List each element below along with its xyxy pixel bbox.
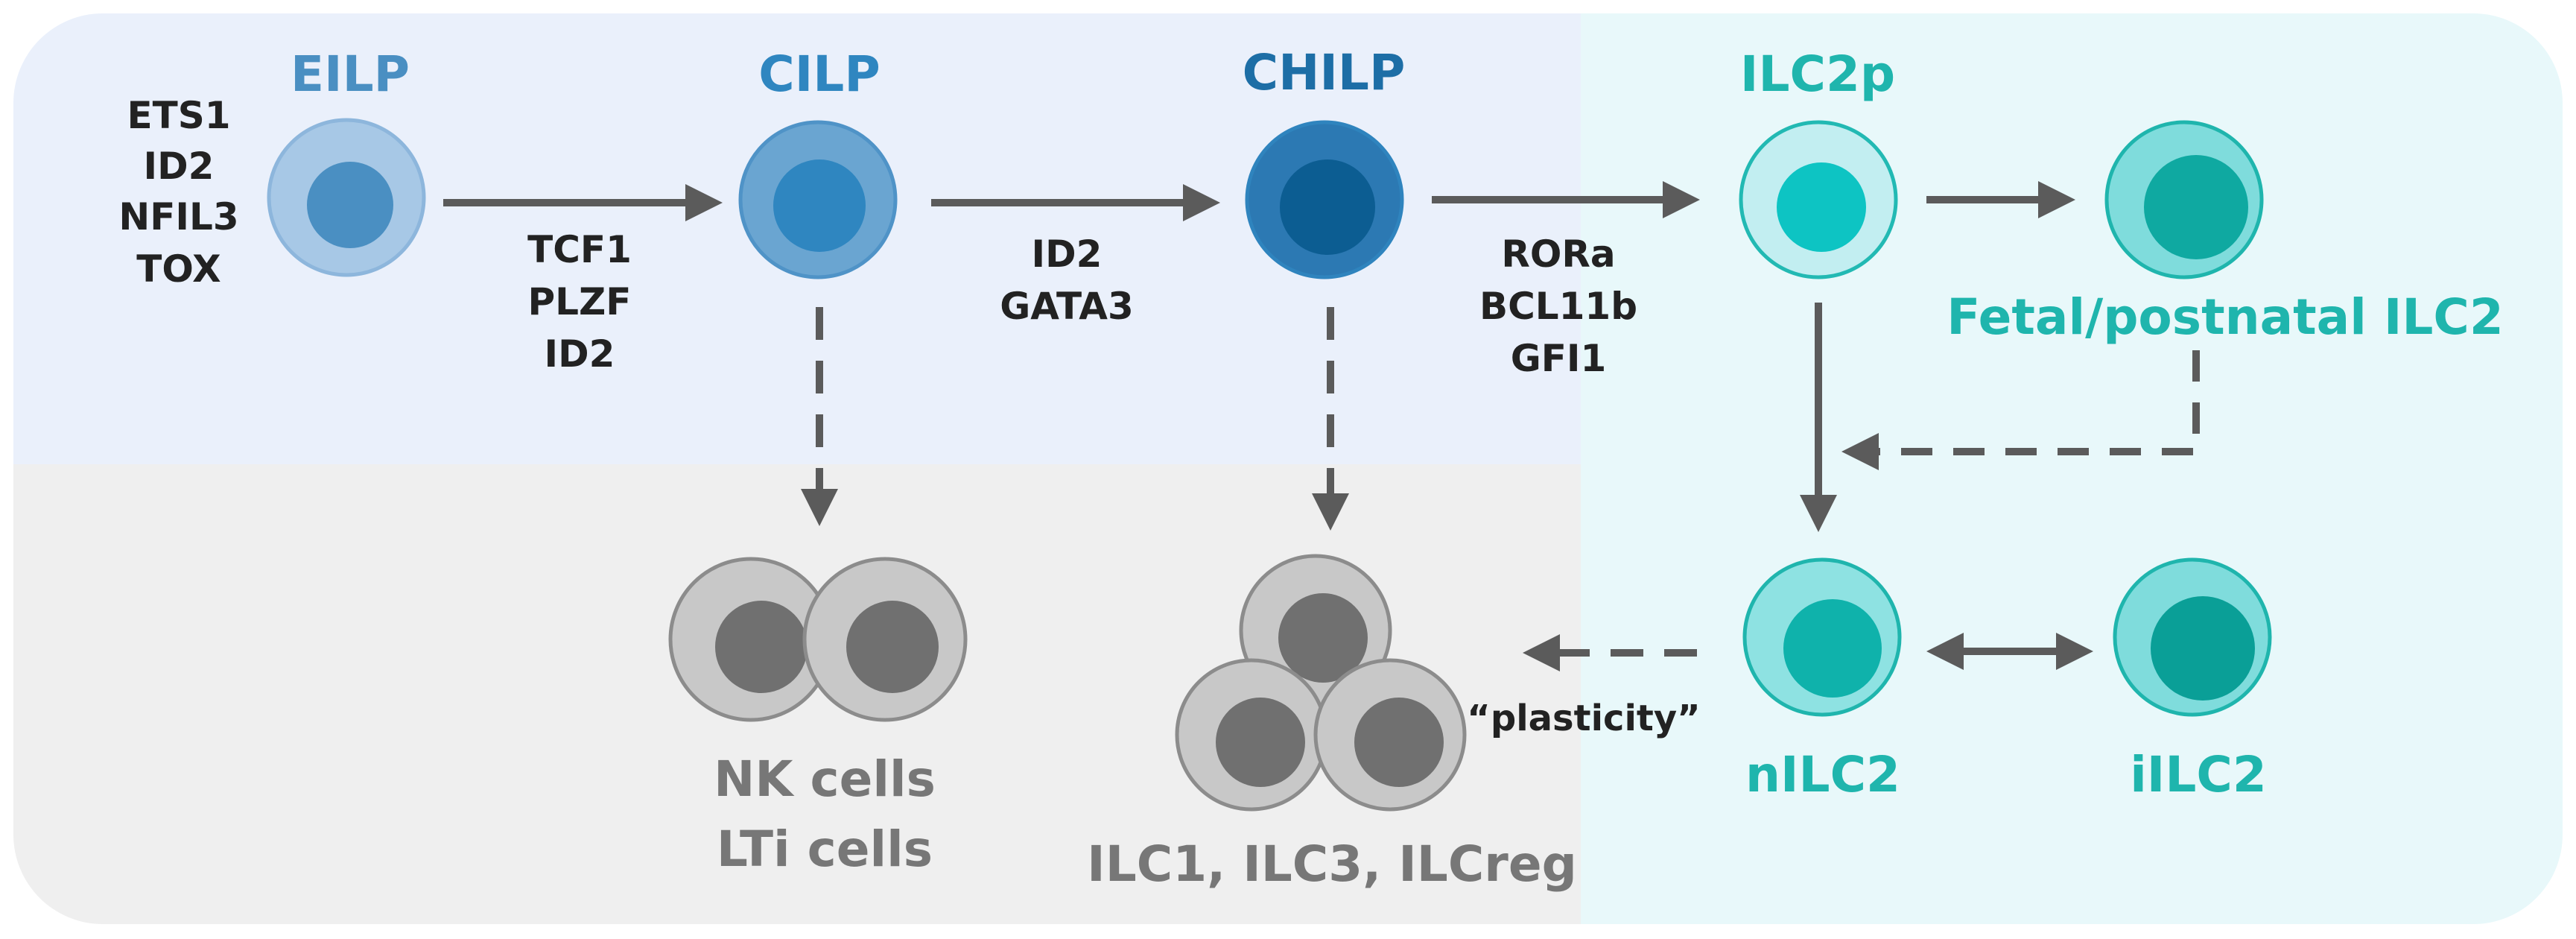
eilp-factor: ETS1 [127, 94, 230, 137]
chilp-cell-nucleus [1280, 159, 1375, 255]
eilp-cell-nucleus [307, 162, 393, 248]
eilp-factor: TOX [136, 247, 221, 291]
nilc2-label: nILC2 [1745, 746, 1900, 803]
ilc-cell-right-nucleus [1354, 698, 1444, 787]
cilp-label: CILP [758, 45, 880, 103]
lti-cells-label: LTi cells [717, 821, 933, 878]
nilc2-node: nILC2 [1742, 557, 1902, 803]
iilc2-node: iILC2 [2113, 557, 2272, 803]
ilc2p-cell-nucleus [1777, 162, 1866, 252]
cilp-cell-nucleus [773, 159, 866, 252]
transition-factor: GATA3 [1000, 285, 1134, 328]
ilc1-ilc3-ilcreg-label: ILC1, ILC3, ILCreg [1087, 835, 1577, 893]
fetal-ilc2-node: Fetal/postnatal ILC2 [1947, 120, 2504, 346]
fetal-ilc2-cell-nucleus [2144, 155, 2248, 259]
cilp-node: CILP [738, 45, 898, 279]
nk-cells-label: NK cells [714, 750, 936, 808]
fetal-ilc2-label: Fetal/postnatal ILC2 [1947, 288, 2504, 346]
transition-factor: BCL11b [1479, 285, 1637, 328]
iilc2-label: iILC2 [2130, 746, 2267, 803]
transition-factor: ID2 [545, 332, 615, 376]
ilc2p-label: ILC2p [1740, 45, 1895, 103]
eilp-cilp-factors: TCF1 PLZF ID2 [527, 228, 632, 376]
iilc2-cell-nucleus [2151, 596, 2255, 701]
transition-factor: GFI1 [1511, 337, 1607, 380]
ilc-cell-left-nucleus [1216, 698, 1305, 787]
transition-factor: RORa [1501, 233, 1615, 276]
eilp-factor: NFIL3 [118, 195, 238, 238]
transition-factor: ID2 [1032, 233, 1103, 276]
chilp-node: CHILP [1243, 44, 1406, 279]
nk-cell-nucleus [715, 601, 808, 693]
ilc-cell-top-nucleus [1278, 593, 1368, 683]
plasticity-label: “plasticity” [1467, 698, 1700, 739]
chilp-label: CHILP [1243, 44, 1406, 101]
eilp-label: EILP [291, 45, 410, 103]
eilp-factor-list: ETS1 ID2 NFIL3 TOX [118, 94, 238, 291]
ilc1-ilc3-ilcreg-node: ILC1, ILC3, ILCreg [1087, 554, 1577, 893]
chilp-ilc2p-factors: RORa BCL11b GFI1 [1479, 233, 1637, 380]
eilp-factor: ID2 [144, 145, 215, 188]
ilc2-panel [1581, 13, 2563, 924]
lti-cell-nucleus [846, 601, 939, 693]
transition-factor: TCF1 [527, 228, 632, 271]
ilc2p-node: ILC2p [1739, 45, 1898, 279]
eilp-node: EILP ETS1 ID2 NFIL3 TOX [118, 45, 426, 291]
transition-factor: PLZF [528, 280, 632, 323]
dashed-arrow-fetal-to-nilc2 [1841, 350, 2200, 470]
nk-lti-cells-node: NK cells LTi cells [668, 557, 968, 878]
nilc2-cell-nucleus [1783, 599, 1882, 698]
cilp-chilp-factors: ID2 GATA3 [1000, 233, 1134, 328]
